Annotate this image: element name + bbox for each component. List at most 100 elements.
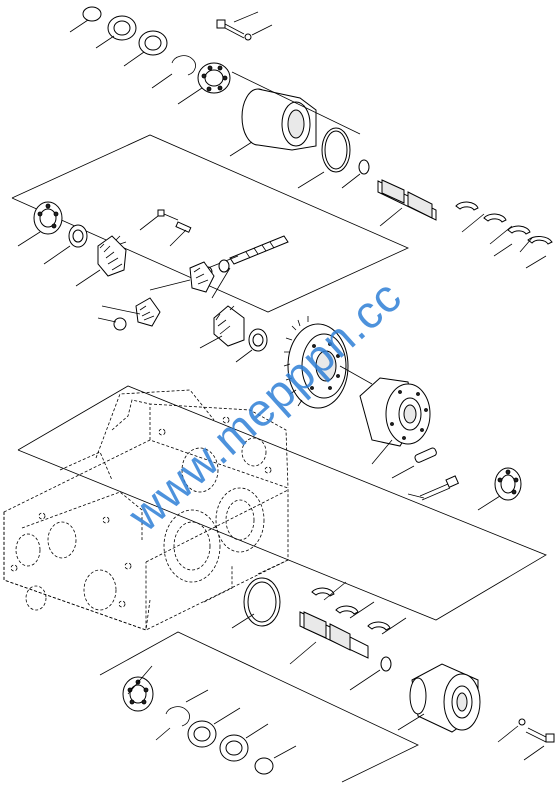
leader-line — [349, 601, 375, 619]
bolt-shank — [421, 487, 451, 501]
lock-pin-part — [175, 221, 192, 233]
bolt-hole — [264, 466, 272, 474]
leader-line — [155, 727, 171, 741]
bolt-head-icon — [216, 19, 226, 29]
shim-half-part — [483, 213, 507, 223]
bolt-hole — [158, 428, 166, 436]
housing-top-detail — [111, 399, 151, 431]
shim-half-part — [455, 201, 479, 211]
leader-line — [231, 613, 255, 629]
leader-line — [139, 215, 159, 231]
leader-line — [341, 173, 361, 189]
gear-teeth — [139, 305, 155, 321]
top-input-shaft-group — [69, 6, 553, 269]
side-bearing-inner — [500, 474, 516, 494]
leader-line — [151, 73, 173, 89]
bolt-shank — [224, 23, 245, 35]
o-ring-inner — [324, 130, 348, 170]
leader-line — [75, 269, 101, 287]
leader-line — [229, 141, 253, 157]
housing-foot — [145, 559, 289, 631]
shim-half-part — [527, 236, 553, 245]
thrust-washer-part — [113, 317, 127, 331]
seal-ring-inner — [113, 20, 131, 36]
group-frame-upper — [11, 134, 409, 313]
differential-gears-group — [17, 201, 289, 363]
leader-line — [149, 279, 191, 291]
leader-line — [177, 87, 203, 105]
leader-line — [381, 617, 407, 635]
leader-line — [379, 207, 403, 227]
leader-line — [185, 689, 209, 703]
seal-ring-inner — [225, 740, 243, 756]
shaft-spline-section — [303, 611, 327, 639]
shaft-spline-section — [381, 179, 405, 204]
housing-bore — [163, 509, 221, 583]
housing-port — [15, 533, 41, 567]
shaft-grooves — [245, 241, 275, 259]
housing-port — [83, 569, 117, 611]
housing-port — [241, 437, 267, 467]
group-frame-middle — [17, 385, 547, 621]
leader-line — [349, 669, 381, 691]
bolt-hole — [222, 416, 230, 424]
pinion-gear-part — [135, 297, 161, 327]
retainer-hub — [409, 677, 427, 715]
leader-line — [211, 267, 231, 299]
leader-line — [101, 305, 141, 315]
bolt-head-icon — [545, 733, 555, 743]
gear-teeth — [193, 267, 209, 285]
bolt-shank — [419, 483, 449, 497]
leader-line — [289, 641, 317, 665]
leader-line — [97, 317, 117, 323]
bolt-head-icon — [445, 475, 460, 488]
retainer-bore-inner — [287, 109, 305, 139]
housing-rib — [21, 491, 143, 540]
axis-line — [231, 71, 361, 135]
bolt-shank — [525, 727, 549, 743]
ring-gear-teeth — [283, 316, 309, 407]
bolt-hole — [118, 600, 126, 608]
leader-line — [169, 229, 187, 247]
retainer-bore-inner — [456, 692, 468, 712]
group-frame-lower — [99, 631, 419, 783]
leader-line — [233, 11, 259, 23]
ball-bearing-inner — [129, 684, 147, 704]
leader-line — [43, 245, 71, 265]
leader-line — [323, 581, 347, 601]
ring-gear-bore — [315, 350, 337, 382]
leader-line — [17, 231, 41, 247]
axis-line — [339, 365, 373, 385]
housing-port — [25, 585, 47, 611]
leader-line — [477, 495, 501, 511]
side-bearing-inner — [39, 208, 57, 228]
small-washer-part — [218, 259, 230, 273]
shim-half-part — [367, 621, 391, 631]
bolt-shank — [224, 27, 245, 39]
leader-line — [235, 349, 253, 363]
pinion-shaft-part — [229, 235, 289, 265]
leader-line — [297, 171, 325, 189]
leader-line — [251, 24, 273, 36]
o-ring-inner — [247, 581, 277, 623]
housing-bore-inner — [173, 521, 211, 571]
lock-bolt-head — [157, 209, 165, 217]
leader-line — [69, 19, 89, 33]
lock-bolt-shank — [163, 213, 179, 221]
leader-line — [407, 493, 425, 499]
leader-line — [523, 745, 545, 761]
shim-half-part — [335, 605, 359, 615]
housing-top — [149, 403, 289, 489]
leader-line — [519, 237, 533, 253]
bolt-hole — [10, 564, 18, 572]
leader-line — [123, 51, 145, 67]
leader-line — [397, 713, 425, 731]
housing-edge — [145, 489, 289, 563]
cap-part — [254, 757, 274, 775]
leader-line — [461, 213, 485, 233]
gear-teeth — [99, 235, 127, 271]
housing-rib — [59, 451, 113, 481]
housing-front-face — [3, 512, 147, 631]
